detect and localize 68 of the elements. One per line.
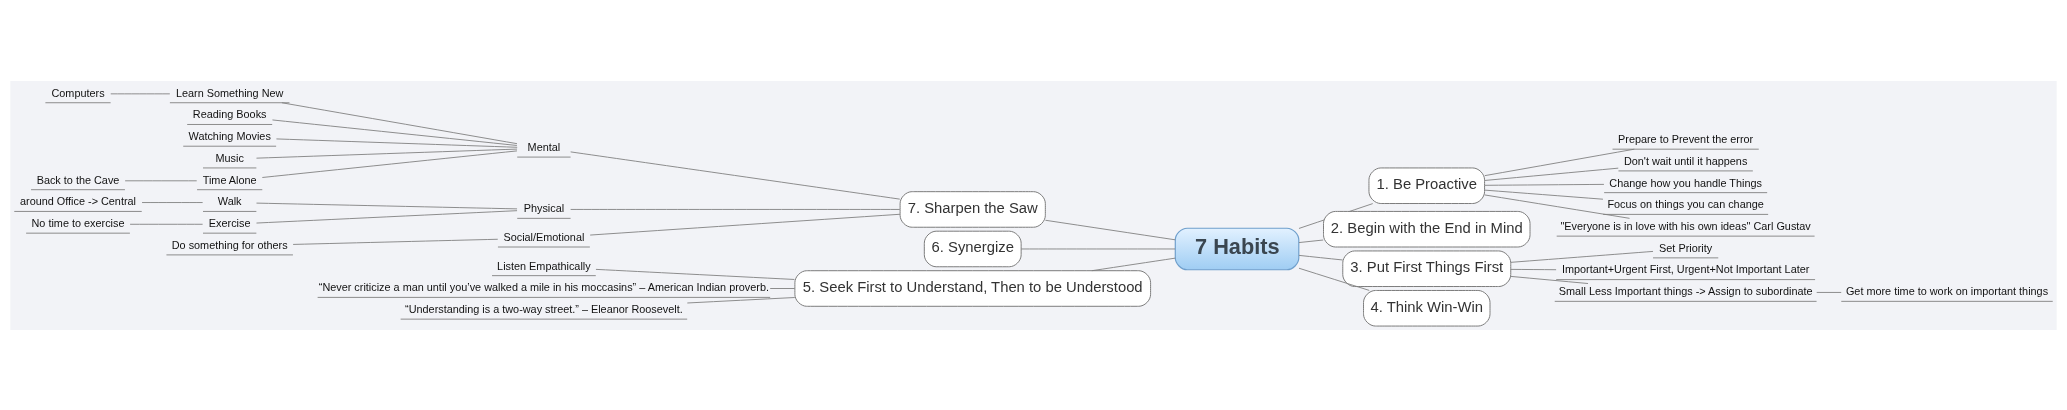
node-text: Small Less Important things -> Assign to subordinate bbox=[1558, 284, 1813, 297]
connector bbox=[141, 201, 204, 203]
connector bbox=[570, 208, 901, 210]
node-text: Mental bbox=[527, 140, 561, 153]
node-text: Back to the Cave bbox=[36, 173, 120, 186]
connector bbox=[256, 202, 518, 209]
connector bbox=[1091, 257, 1176, 271]
node-text: Physical bbox=[523, 201, 565, 214]
connector bbox=[292, 238, 499, 245]
connector bbox=[1484, 194, 1630, 219]
connector bbox=[1510, 250, 1654, 263]
connector bbox=[1298, 254, 1344, 260]
node-text: Time Alone bbox=[202, 173, 257, 186]
connector bbox=[129, 223, 204, 225]
connector bbox=[1816, 291, 1842, 293]
connector bbox=[110, 92, 171, 94]
connector bbox=[769, 287, 796, 289]
node-box: 7 Habits bbox=[1174, 227, 1300, 270]
connector bbox=[1484, 167, 1619, 181]
node-box: 5. Seek First to Understand, Then to be Understood bbox=[794, 269, 1152, 307]
node-text: Computers bbox=[51, 86, 105, 99]
connector bbox=[281, 101, 518, 144]
node-box: 7. Sharpen the Saw bbox=[899, 190, 1046, 228]
node-text: Watching Movies bbox=[188, 129, 271, 142]
connector bbox=[124, 179, 198, 181]
node-box: 1. Be Proactive bbox=[1368, 166, 1486, 204]
connector bbox=[272, 119, 518, 146]
node-text: Social/Emotional bbox=[503, 230, 585, 243]
connector bbox=[261, 149, 518, 178]
connector bbox=[1484, 148, 1635, 176]
connector bbox=[1484, 189, 1604, 200]
node-text: Do something for others bbox=[171, 238, 288, 251]
connector bbox=[1044, 219, 1176, 240]
node-text: Listen Empathically bbox=[497, 259, 591, 272]
connector bbox=[1298, 239, 1324, 243]
connector bbox=[1298, 267, 1370, 291]
node-text: Important+Urgent First, Urgent+Not Important Later bbox=[1561, 262, 1810, 275]
node-text: Get more time to work on important things bbox=[1845, 284, 2049, 297]
node-text: Learn Something New bbox=[175, 86, 284, 99]
node-box: 6. Synergize bbox=[923, 230, 1022, 267]
node-text: Walk bbox=[217, 194, 242, 207]
connector bbox=[256, 209, 518, 223]
node-text: around Office -> Central bbox=[20, 194, 137, 207]
connector bbox=[686, 296, 796, 303]
connector bbox=[589, 213, 901, 235]
connector bbox=[256, 148, 518, 159]
node-text: Don't wait until it happens bbox=[1623, 154, 1748, 167]
node-text: Reading Books bbox=[192, 107, 267, 120]
node-text: Change how you handle Things bbox=[1609, 176, 1762, 189]
connector bbox=[1484, 183, 1605, 186]
node-box: 3. Put First Things First bbox=[1342, 249, 1512, 287]
node-text: Set Priority bbox=[1659, 241, 1713, 254]
node-box: 4. Think Win-Win bbox=[1363, 289, 1491, 327]
connector bbox=[595, 268, 795, 280]
node-text: “Understanding is a two-way street.” – Eleanor Roosevelt. bbox=[405, 302, 683, 315]
connector bbox=[1510, 275, 1589, 284]
connector bbox=[570, 150, 901, 200]
connector bbox=[1020, 248, 1176, 249]
node-text: Exercise bbox=[208, 216, 251, 229]
connector bbox=[1510, 268, 1557, 270]
node-text: Music bbox=[215, 151, 244, 164]
node-text: Prepare to Prevent the error bbox=[1618, 132, 1754, 145]
node-text: No time to exercise bbox=[31, 216, 125, 229]
connector bbox=[275, 137, 518, 148]
node-box: 2. Begin with the End in Mind bbox=[1323, 210, 1531, 247]
node-text: Focus on things you can change bbox=[1607, 197, 1764, 210]
node-text: "Everyone is in love with his own ideas" Carl Gustav bbox=[1560, 219, 1811, 232]
node-text: “Never criticize a man until you’ve walked a mile in his moccasins” – American Indian proverb. bbox=[318, 280, 770, 293]
